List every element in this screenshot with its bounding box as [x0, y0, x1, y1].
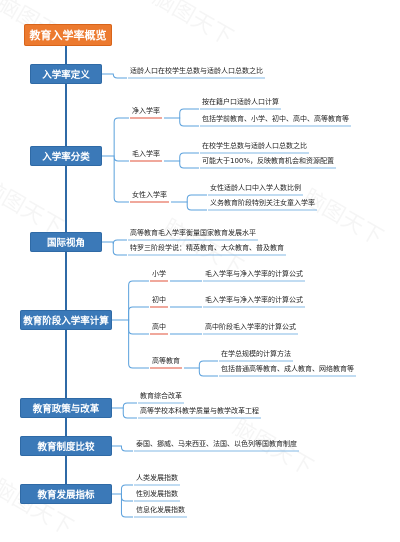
connector — [171, 201, 207, 211]
connector — [112, 484, 133, 495]
item: 毛入学率 — [132, 150, 160, 158]
connector — [112, 402, 137, 409]
section-7[interactable]: 教育发展指标 — [20, 484, 112, 504]
item: 性别发展指数 — [136, 490, 178, 498]
connector — [112, 445, 133, 452]
child-item: 按在籍户口适龄人口计算 — [202, 98, 279, 106]
item: 教育综合改革 — [140, 392, 182, 400]
item: 高等教育 — [152, 357, 180, 365]
connector — [112, 280, 149, 321]
child-item: 包括学前教育、小学、初中、高中、高等教育等 — [202, 115, 349, 123]
item: 高等教育毛入学率衡量国家教育发展水平 — [130, 229, 256, 237]
connector — [102, 73, 127, 79]
connector — [112, 319, 149, 369]
connector — [164, 152, 199, 162]
connector — [164, 160, 199, 169]
child-item: 毛入学率与净入学率的计算公式 — [205, 270, 303, 278]
section-2[interactable]: 入学率分类 — [30, 146, 102, 166]
connector — [171, 194, 207, 203]
connector — [112, 493, 133, 502]
item: 初中 — [152, 296, 166, 304]
item: 女性入学率 — [132, 191, 167, 199]
child-item: 毛入学率与净入学率的计算公式 — [205, 296, 303, 304]
connector — [112, 407, 137, 419]
section-3[interactable]: 国际视角 — [30, 232, 102, 252]
section-1[interactable]: 入学率定义 — [30, 64, 102, 84]
section-5[interactable]: 教育政策与改革 — [20, 398, 112, 418]
child-item: 在学总规模的计算方法 — [221, 350, 291, 358]
child-item: 在校学生总数与适龄人口总数之比 — [202, 142, 307, 150]
section-4[interactable]: 教育阶段入学率计算 — [20, 310, 112, 330]
root-topic[interactable]: 教育入学率概览 — [24, 24, 112, 46]
item: 信息化发展指数 — [136, 506, 185, 514]
connector — [184, 360, 218, 369]
connector — [184, 367, 218, 377]
item: 高等学校本科教学质量与教学改革工程 — [140, 407, 259, 415]
child-item: 义务教育阶段特别关注女童入学率 — [210, 199, 315, 207]
item: 泰国、挪威、马来西亚、法国、以色列等国教育制度 — [136, 440, 297, 448]
connector — [112, 319, 149, 335]
connector — [112, 306, 149, 321]
child-item: 高中阶段毛入学率的计算公式 — [205, 323, 296, 331]
connector — [164, 108, 199, 119]
item: 净入学率 — [132, 107, 160, 115]
connector — [102, 241, 127, 256]
connector — [164, 117, 199, 127]
connector — [102, 155, 129, 162]
connector — [102, 155, 129, 203]
item: 特罗三阶段学说：精英教育、大众教育、普及教育 — [130, 244, 284, 252]
connector — [112, 493, 133, 518]
section-6[interactable]: 教育制度比较 — [20, 436, 112, 456]
child-item: 可能大于100%，反映教育机会和资源配置 — [202, 157, 335, 165]
connector — [102, 117, 129, 157]
item: 小学 — [152, 270, 166, 278]
item: 高中 — [152, 323, 166, 331]
item: 适龄人口在校学生总数与适龄人口总数之比 — [130, 67, 263, 75]
item: 人类发展指数 — [136, 474, 178, 482]
child-item: 包括普通高等教育、成人教育、网络教育等 — [221, 365, 354, 373]
child-item: 女性适龄人口中入学人数比例 — [210, 184, 301, 192]
